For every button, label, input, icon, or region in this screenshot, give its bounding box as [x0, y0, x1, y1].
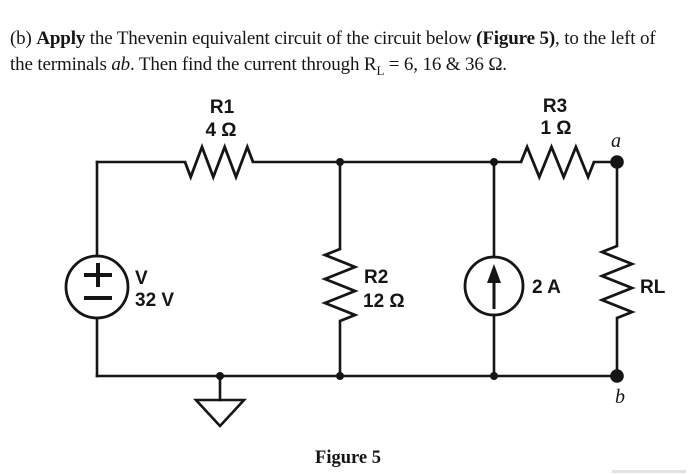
terminal-a-label: a: [611, 130, 621, 152]
isource-value-label: 2 A: [532, 277, 561, 298]
r3-value-label: 1 Ω: [540, 118, 571, 139]
r3-name-label: R3: [543, 96, 567, 117]
r1-value-label: 4 Ω: [205, 120, 236, 141]
scan-artifact: [612, 470, 686, 473]
problem-text: the Thevenin equivalent circuit of the c…: [85, 28, 477, 49]
resistor-r1-symbol: [183, 143, 255, 181]
problem-text: , to the left of: [555, 28, 656, 49]
junction-dot: [216, 372, 224, 380]
voltage-source-circle: [64, 254, 130, 320]
figure-reference: (Figure 5): [476, 28, 556, 49]
terminals-ab-italic: ab: [111, 54, 131, 75]
junction-dot: [490, 372, 498, 380]
r2-value-label: 12 Ω: [363, 291, 405, 312]
vsource-name-label: V: [135, 268, 148, 289]
problem-text: the terminals: [10, 54, 112, 75]
figure-caption: Figure 5: [315, 448, 381, 468]
r1-name-label: R1: [210, 97, 235, 118]
resistor-rl-symbol: [598, 244, 636, 320]
terminal-b-label: b: [615, 386, 625, 408]
junction-dot: [490, 158, 498, 166]
r2-name-label: R2: [364, 267, 388, 288]
rl-name-label: RL: [640, 277, 666, 298]
current-arrow-head-icon: [487, 264, 501, 283]
junction-dot: [336, 372, 344, 380]
vsource-value-label: 32 V: [135, 290, 174, 311]
resistor-r2-symbol: [321, 247, 359, 323]
junction-dot: [336, 158, 344, 166]
resistor-r3-symbol: [519, 143, 596, 181]
plus-icon: [84, 263, 112, 287]
problem-text-bold: Apply: [36, 28, 86, 49]
problem-statement: (b) Apply the Thevenin equivalent circui…: [10, 26, 686, 84]
problem-text: . Then find the current through R: [130, 54, 377, 75]
problem-text: (b): [10, 28, 37, 49]
current-source-circle: [463, 255, 525, 317]
problem-text: = 6, 16 & 36 Ω.: [384, 54, 507, 75]
rl-subscript: L: [376, 62, 385, 78]
terminal-a-dot: [610, 155, 624, 169]
ground-icon: [193, 398, 247, 428]
terminal-b-dot: [610, 369, 624, 383]
